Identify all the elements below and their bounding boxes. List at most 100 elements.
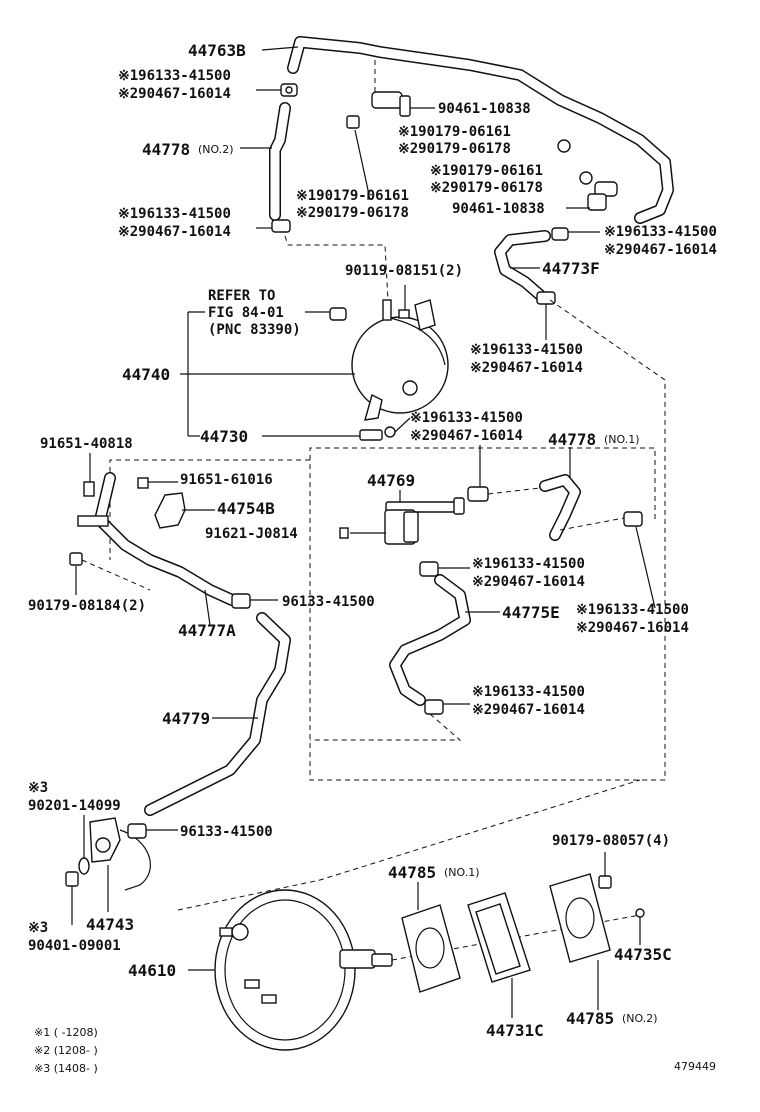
label-clip-code-4a: ※196133-41500 [470, 342, 583, 358]
figure-number: 479449 [674, 1060, 716, 1073]
label-90461-10838-a: 90461-10838 [438, 101, 531, 117]
label-clip-code-6b: ※290467-16014 [472, 574, 585, 590]
label-44754B: 44754B [217, 499, 275, 518]
clip-96133-upper [231, 593, 251, 609]
hose-clip-lower-left [271, 219, 291, 233]
nut-right-upper [557, 139, 571, 153]
bracket-44754B [77, 492, 186, 529]
label-90461-10838-b: 90461-10838 [452, 201, 545, 217]
label-44775E: 44775E [502, 603, 560, 622]
hose-44778-no1 [539, 474, 581, 541]
label-90179-08057: 90179-08057(4) [552, 833, 670, 849]
nut-90179-08184 [69, 552, 83, 566]
label-clip-code-7b: ※290467-16014 [576, 620, 689, 636]
clip-tank-fitting [384, 426, 396, 438]
label-clip-code-8a: ※196133-41500 [472, 684, 585, 700]
gasket-44785-no1 [401, 904, 461, 993]
nut-upper-left [346, 115, 360, 129]
label-refer-fig: FIG 84-01 [208, 305, 284, 321]
label-44730: 44730 [200, 427, 248, 446]
label-44740: 44740 [122, 365, 170, 384]
label-44785-no2: 44785 [566, 1009, 614, 1028]
label-44779: 44779 [162, 709, 210, 728]
spacer-44731C [467, 892, 531, 983]
o-ring-90201 [78, 857, 90, 875]
valve-assembly-44769 [384, 497, 465, 545]
label-nut-code-3b: ※290179-06178 [430, 180, 543, 196]
label-44763B: 44763B [188, 41, 246, 60]
label-44785-no2-suffix: (NO.2) [622, 1012, 658, 1025]
label-91651-40818: 91651-40818 [40, 436, 133, 452]
brake-booster-44610 [214, 889, 393, 1051]
label-clip-code-3b: ※290467-16014 [604, 242, 717, 258]
label-96133-41500-a: 96133-41500 [282, 594, 375, 610]
vacuum-tank-44740 [351, 299, 449, 421]
label-refer-to: REFER TO [208, 288, 275, 304]
label-44778-no2: 44778 [142, 140, 190, 159]
hose-44779 [144, 612, 291, 816]
label-clip-code-5a: ※196133-41500 [410, 410, 523, 426]
label-nut-code-2b: ※290179-06178 [296, 205, 409, 221]
label-90201-14099: 90201-14099 [28, 798, 121, 814]
label-44777A: 44777A [178, 621, 236, 640]
clip-96133-lower [127, 823, 147, 839]
check-valve-lower [587, 181, 618, 211]
hose-clip-right [551, 227, 569, 241]
bolt-91651-40818 [83, 481, 95, 497]
label-note3-b: ※3 [28, 920, 48, 936]
nut-90179-08057 [598, 875, 612, 889]
label-nut-code-2a: ※190179-06161 [296, 188, 409, 204]
label-96133-41500-b: 96133-41500 [180, 824, 273, 840]
label-90401-09001: 90401-09001 [28, 938, 121, 954]
label-90119-08151: 90119-08151(2) [345, 263, 463, 279]
washer-44735C [635, 908, 645, 918]
label-clip-code-1b: ※290467-16014 [118, 86, 231, 102]
screw-91621 [339, 527, 349, 539]
legend-note3: ※3 (1408- ) [34, 1062, 98, 1075]
clip-44775E-top [419, 561, 439, 577]
label-clip-code-3a: ※196133-41500 [604, 224, 717, 240]
label-clip-code-1a: ※196133-41500 [118, 68, 231, 84]
hose-44763B [287, 36, 674, 224]
clip-44769 [467, 486, 489, 502]
clip-44778-no1 [623, 511, 643, 527]
label-91621-J0814: 91621-J0814 [205, 526, 298, 542]
label-44731C: 44731C [486, 1021, 544, 1040]
label-44743: 44743 [86, 915, 134, 934]
label-clip-code-2b: ※290467-16014 [118, 224, 231, 240]
nut-right-lower [579, 171, 593, 185]
clip-44775E-bottom [424, 699, 444, 715]
label-44769: 44769 [367, 471, 415, 490]
check-valve-upper [371, 91, 411, 117]
bolt-90401 [65, 871, 79, 887]
label-note3-a: ※3 [28, 780, 48, 796]
bolt-90119 [398, 309, 410, 319]
gasket-44785-no2 [549, 873, 611, 963]
hose-44775E [389, 574, 471, 706]
label-44785-no1: 44785 [388, 863, 436, 882]
tank-fitting-44730 [359, 429, 383, 441]
label-clip-code-7a: ※196133-41500 [576, 602, 689, 618]
legend-note1: ※1 ( -1208) [34, 1026, 98, 1039]
label-nut-code-1b: ※290179-06178 [398, 141, 511, 157]
refer-fitting [329, 307, 347, 321]
label-44778-no2-suffix: (NO.2) [198, 143, 234, 156]
check-valve-44743 [89, 817, 151, 891]
label-44778-no1: 44778 [548, 430, 596, 449]
label-44785-no1-suffix: (NO.1) [444, 866, 480, 879]
label-clip-code-4b: ※290467-16014 [470, 360, 583, 376]
label-nut-code-1a: ※190179-06161 [398, 124, 511, 140]
label-clip-code-6a: ※196133-41500 [472, 556, 585, 572]
hose-44778-no2 [269, 102, 291, 221]
label-nut-code-3a: ※190179-06161 [430, 163, 543, 179]
label-44773F: 44773F [542, 259, 600, 278]
label-44735C: 44735C [614, 945, 672, 964]
label-refer-pnc: (PNC 83390) [208, 322, 301, 338]
hose-clip-top-left [280, 83, 298, 97]
bolt-91651-61016 [137, 477, 149, 489]
label-44610: 44610 [128, 961, 176, 980]
legend-note2: ※2 (1208- ) [34, 1044, 98, 1057]
hose-44773F [494, 230, 551, 301]
label-clip-code-5b: ※290467-16014 [410, 428, 523, 444]
